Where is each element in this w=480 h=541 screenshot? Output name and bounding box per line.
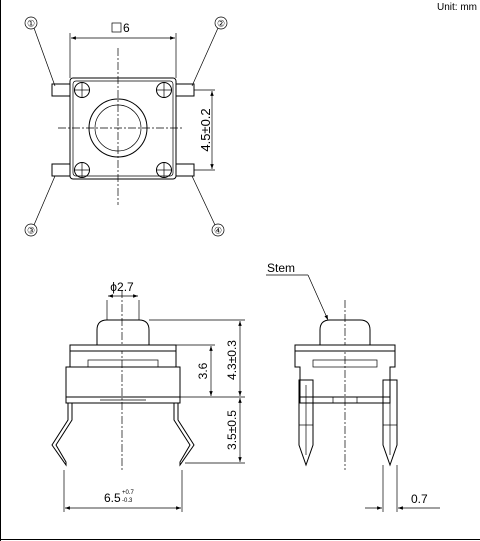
- top-view-body: [69, 77, 177, 180]
- pin-stub-1: [51, 83, 71, 97]
- top-view: 6 4.5±0.2 ① ② ③ ④: [24, 16, 228, 237]
- pin-callout-circle-1: [24, 16, 38, 30]
- pin-callout-2: ②: [217, 19, 225, 29]
- pin-callout-circle-3: [24, 223, 38, 237]
- width-dimension-label: 6: [123, 21, 130, 35]
- lead-span-tol-lower: -0.3: [122, 498, 133, 504]
- pin-callout-3: ③: [27, 226, 35, 236]
- side-housing-slot: [312, 359, 378, 368]
- pin-stub-2: [175, 83, 195, 97]
- pin-stub-4: [175, 163, 195, 177]
- side-housing: [294, 351, 396, 398]
- actuator-inner-circle: [94, 104, 142, 152]
- pin-callout-circle-2: [214, 16, 228, 30]
- pitch-dimension-label: 4.5±0.2: [198, 108, 213, 151]
- unit-note: Unit: mm: [437, 2, 477, 13]
- actuator-outer-circle: [88, 98, 148, 158]
- front-housing: [69, 350, 177, 368]
- side-right-lead: [382, 379, 398, 467]
- stem-diameter-label: ϕ2.7: [110, 280, 134, 294]
- front-view: ϕ2.7 3.6 4.3±0.3 3.5±0.5 6.5 +0.7 -0.3: [51, 280, 245, 512]
- lead-span-label: 6.5: [104, 491, 121, 505]
- pin-callout-1: ①: [27, 19, 35, 29]
- pin-callout-4: ④: [214, 226, 222, 236]
- pin-callout-circle-4: [211, 223, 225, 237]
- front-housing-slot: [87, 359, 159, 368]
- height-small-label: 3.6: [196, 362, 210, 379]
- top-view-body-inner: [72, 80, 174, 177]
- stem-label: Stem: [267, 261, 295, 275]
- side-stem: [319, 319, 371, 345]
- height-total-label: 4.3±0.3: [225, 340, 239, 380]
- side-view: Stem 0.7: [266, 261, 440, 512]
- front-right-lead: [173, 403, 195, 467]
- square-symbol: [111, 22, 122, 33]
- front-left-lead: [51, 403, 73, 467]
- front-top-plate: [69, 344, 177, 352]
- lead-thickness-label: 0.7: [411, 492, 428, 506]
- front-stem: [96, 319, 150, 345]
- front-base-bottom: [65, 396, 181, 404]
- stem-leader-line: [307, 274, 329, 321]
- lead-length-label: 3.5±0.5: [225, 410, 239, 450]
- pin-stub-3: [51, 163, 71, 177]
- side-top-plate: [294, 344, 396, 352]
- lead-span-tol-upper: +0.7: [122, 490, 135, 496]
- side-left-lead: [298, 379, 314, 467]
- front-base: [65, 366, 181, 398]
